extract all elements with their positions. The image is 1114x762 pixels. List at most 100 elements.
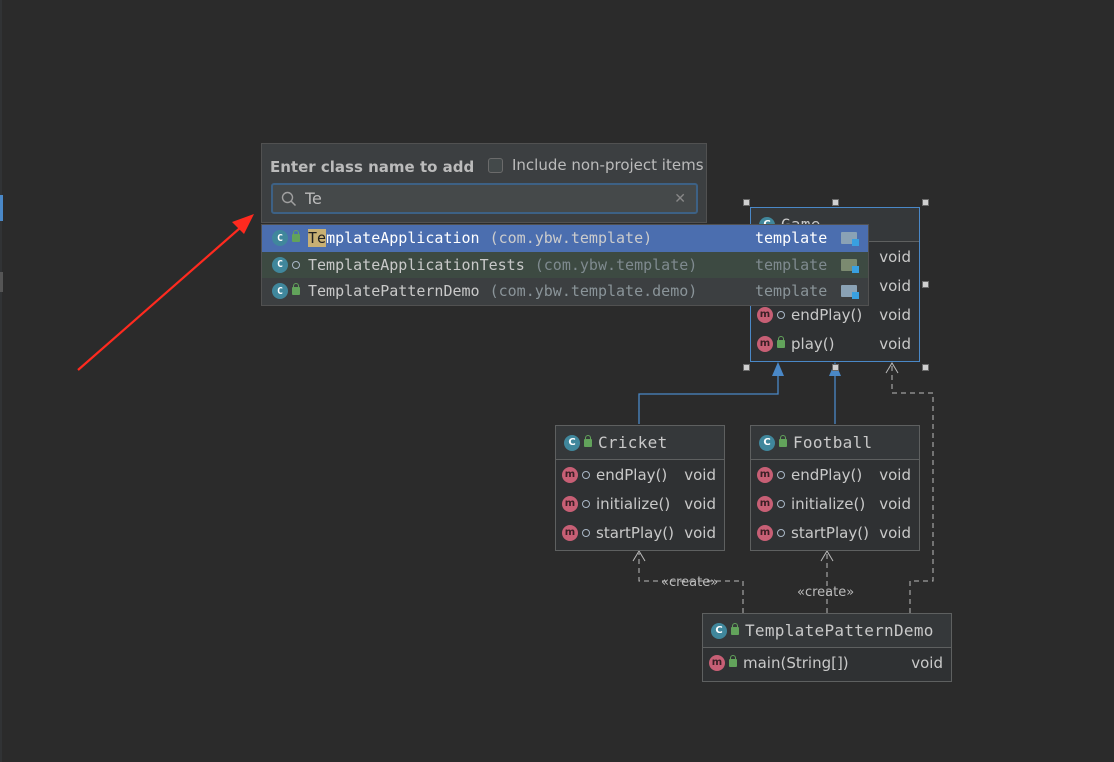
- uml-class-template-pattern-demo[interactable]: C TemplatePatternDemo m main(String[]) voi…: [702, 613, 952, 682]
- method-icon: m: [757, 495, 773, 512]
- method-name: initialize(): [596, 494, 671, 513]
- annotation-arrow-line: [77, 227, 241, 371]
- demo-create-cricket-line: [638, 553, 744, 613]
- method-type: void: [684, 494, 716, 513]
- result-class-name-rest: mplateApplication: [326, 229, 480, 248]
- method-name: startPlay(): [596, 523, 674, 542]
- class-icon: C: [564, 434, 580, 451]
- test-class-icon: C: [272, 256, 288, 273]
- method-type: void: [879, 247, 911, 266]
- clear-search-icon[interactable]: ✕: [674, 190, 686, 207]
- class-icon: C: [711, 622, 727, 639]
- method-name: endPlay(): [791, 465, 863, 484]
- method-type: void: [879, 334, 911, 353]
- public-lock-icon: [729, 654, 737, 667]
- package-visibility-icon: [582, 470, 590, 479]
- gutter-marker: [0, 272, 3, 292]
- include-non-project-checkbox[interactable]: [488, 157, 503, 173]
- method-icon: m: [562, 466, 578, 483]
- demo-uses-game-arrow: [885, 362, 899, 374]
- uml-class-header[interactable]: C TemplatePatternDemo: [703, 614, 951, 648]
- match-highlight: Te: [308, 229, 327, 248]
- resize-handle[interactable]: [743, 199, 750, 206]
- package-visibility-icon: [582, 499, 590, 508]
- class-search-input[interactable]: [303, 188, 675, 209]
- include-non-project-label[interactable]: Include non-project items: [512, 156, 704, 174]
- package-visibility-icon: [777, 499, 785, 508]
- include-non-project-toggle[interactable]: Include non-project items: [488, 156, 704, 174]
- method-icon: m: [757, 524, 773, 541]
- method-name: main(String[]): [743, 653, 849, 672]
- demo-create-football-arrow: [820, 550, 834, 562]
- public-lock-icon: [779, 434, 787, 447]
- gutter-marker: [0, 195, 3, 221]
- package-visibility-icon: [777, 528, 785, 537]
- method-row[interactable]: m startPlay() void: [751, 518, 919, 547]
- result-module: template: [755, 282, 828, 301]
- method-icon: m: [562, 495, 578, 512]
- result-class-name: TemplatePatternDemo: [308, 282, 480, 301]
- class-results-list[interactable]: C TemplateApplication (com.ybw.template)…: [261, 224, 869, 306]
- public-lock-icon: [584, 434, 592, 447]
- public-lock-icon: [292, 230, 300, 243]
- create-label-cricket: «create»: [661, 575, 719, 590]
- class-icon: C: [759, 434, 775, 451]
- resize-handle[interactable]: [832, 199, 839, 206]
- result-package: (com.ybw.template): [489, 229, 653, 248]
- class-name: Cricket: [598, 433, 668, 452]
- result-module: template: [755, 229, 828, 248]
- method-icon: m: [757, 466, 773, 483]
- package-visibility-icon: [292, 260, 300, 269]
- class-name: TemplatePatternDemo: [745, 621, 934, 640]
- public-lock-icon: [292, 283, 300, 296]
- result-class-name: TemplateApplication: [308, 229, 480, 248]
- method-row[interactable]: m endPlay() void: [556, 460, 724, 489]
- method-row[interactable]: m initialize() void: [556, 489, 724, 518]
- public-lock-icon: [731, 622, 739, 635]
- resize-handle[interactable]: [922, 364, 929, 371]
- method-row[interactable]: m main(String[]) void: [703, 648, 951, 677]
- result-item[interactable]: C TemplateApplication (com.ybw.template)…: [262, 225, 868, 252]
- method-name: endPlay(): [596, 465, 668, 484]
- create-label-football: «create»: [797, 585, 855, 600]
- popup-title: Enter class name to add: [270, 158, 475, 176]
- resize-handle[interactable]: [922, 281, 929, 288]
- uml-class-cricket[interactable]: C Cricket m endPlay() void m initialize() vo…: [555, 425, 725, 551]
- result-item[interactable]: C TemplateApplicationTests (com.ybw.temp…: [262, 251, 868, 278]
- method-type: void: [911, 653, 943, 672]
- result-item[interactable]: C TemplatePatternDemo (com.ybw.template.…: [262, 278, 868, 305]
- static-method-icon: m: [709, 654, 725, 671]
- uml-class-header[interactable]: C Cricket: [556, 426, 724, 460]
- method-icon: m: [757, 306, 773, 323]
- method-type: void: [684, 465, 716, 484]
- annotation-arrow-head: [232, 214, 254, 234]
- class-search-box[interactable]: ✕: [271, 183, 698, 214]
- result-class-name: TemplateApplicationTests: [308, 255, 525, 274]
- uml-class-header[interactable]: C Football: [751, 426, 919, 460]
- public-lock-icon: [777, 335, 785, 348]
- resize-handle[interactable]: [832, 364, 839, 371]
- resize-handle[interactable]: [922, 199, 929, 206]
- test-folder-icon: [841, 258, 859, 273]
- method-name: initialize(): [791, 494, 866, 513]
- method-type: void: [684, 523, 716, 542]
- method-type: void: [879, 523, 911, 542]
- demo-create-cricket-arrow: [632, 550, 646, 562]
- method-name: startPlay(): [791, 523, 869, 542]
- package-visibility-icon: [777, 310, 785, 319]
- package-visibility-icon: [777, 470, 785, 479]
- cricket-extends-arrow: [772, 362, 784, 376]
- module-folder-icon: [841, 232, 859, 247]
- demo-uses-game-line: [891, 365, 934, 613]
- add-class-popup[interactable]: Enter class name to add Include non-proj…: [261, 143, 707, 223]
- resize-handle[interactable]: [743, 364, 750, 371]
- result-package: (com.ybw.template.demo): [489, 282, 698, 301]
- class-name: Football: [793, 433, 873, 452]
